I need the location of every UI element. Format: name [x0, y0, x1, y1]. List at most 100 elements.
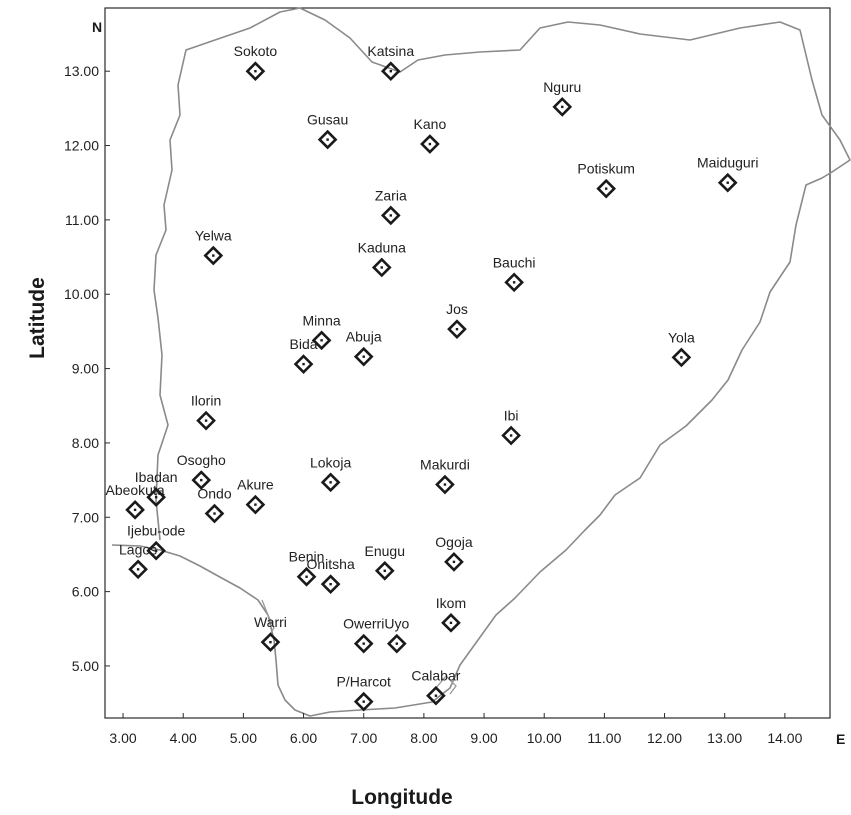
station-marker — [146, 540, 166, 561]
station-marker — [444, 552, 464, 572]
station-marker-center — [154, 495, 158, 499]
station-label: Ondo — [197, 486, 231, 502]
station-marker-center — [212, 254, 215, 257]
station-marker — [125, 499, 145, 520]
station-warri: Warri — [254, 614, 287, 653]
y-tick-label: 12.00 — [64, 138, 99, 154]
station-marker-center — [443, 483, 447, 486]
station-nguru: Nguru — [543, 79, 581, 117]
station-makurdi: Makurdi — [420, 457, 470, 495]
x-tick-label: 3.00 — [109, 730, 136, 746]
station-marker — [386, 633, 407, 654]
station-calabar: Calabar — [411, 668, 461, 706]
station-ilorin: Ilorin — [191, 393, 221, 431]
station-marker — [441, 612, 461, 633]
station-marker — [374, 560, 395, 581]
station-marker-center — [604, 187, 608, 190]
station-p-harcot: P/Harcot — [336, 674, 391, 712]
x-tick-label: 9.00 — [470, 730, 497, 746]
station-marker-center — [395, 642, 399, 645]
station-marker — [435, 474, 455, 495]
station-marker-center — [509, 434, 513, 437]
station-label: Ilorin — [191, 393, 221, 409]
station-label: Akure — [237, 477, 274, 493]
station-label: Warri — [254, 614, 287, 630]
station-marker-center — [434, 694, 438, 697]
station-marker-center — [362, 642, 365, 645]
station-label: Ijebu-ode — [127, 523, 186, 539]
station-marker — [717, 172, 738, 193]
station-label: Owerri — [343, 616, 384, 632]
x-tick-label: 6.00 — [290, 730, 317, 746]
station-label: Ikom — [436, 595, 466, 611]
station-label: Kano — [414, 116, 447, 132]
station-marker-center — [561, 105, 564, 109]
station-ibi: Ibi — [501, 407, 521, 446]
station-marker — [353, 346, 374, 367]
y-tick-label: 6.00 — [72, 584, 99, 600]
station-bida: Bida — [290, 336, 318, 374]
station-potiskum: Potiskum — [577, 161, 635, 199]
station-marker — [146, 487, 166, 508]
station-marker — [371, 257, 392, 278]
station-label: Ibadan — [135, 469, 178, 485]
station-marker-center — [136, 568, 140, 571]
station-label: Minna — [303, 312, 341, 328]
station-marker-center — [380, 266, 383, 269]
station-label: Kaduna — [358, 239, 406, 255]
station-marker-center — [200, 478, 203, 482]
station-label: Nguru — [543, 79, 581, 95]
x-tick-label: 11.00 — [587, 730, 621, 746]
station-ikom: Ikom — [436, 595, 466, 633]
station-sokoto: Sokoto — [234, 43, 277, 82]
station-label: Abeokuta — [105, 482, 164, 498]
station-marker — [293, 354, 314, 374]
station-marker-center — [204, 419, 208, 422]
station-marker-center — [389, 214, 392, 217]
station-label: Gusau — [307, 112, 348, 128]
y-end-label: N — [92, 19, 102, 35]
station-marker — [203, 245, 224, 266]
station-label: Jos — [446, 301, 468, 317]
station-marker-center — [302, 362, 305, 366]
station-ogoja: Ogoja — [435, 534, 473, 572]
station-marker-center — [362, 700, 365, 703]
station-marker — [671, 347, 692, 368]
station-enugu: Enugu — [365, 543, 405, 581]
station-marker — [380, 205, 401, 226]
station-label: Lokoja — [310, 454, 351, 470]
station-label: Ibi — [504, 407, 519, 423]
station-marker — [196, 410, 216, 431]
station-label: Osogho — [177, 452, 226, 468]
station-label: Enugu — [365, 543, 405, 559]
station-label: Yola — [668, 329, 695, 345]
x-tick-label: 4.00 — [170, 730, 197, 746]
station-minna: Minna — [303, 312, 341, 351]
station-marker-center — [326, 138, 329, 141]
station-marker — [245, 494, 266, 515]
x-tick-label: 5.00 — [230, 730, 257, 746]
station-marker — [191, 470, 212, 490]
station-marker-center — [213, 512, 216, 515]
station-owerri: Owerri — [343, 616, 384, 654]
station-yelwa: Yelwa — [195, 228, 232, 266]
station-label: Calabar — [411, 668, 460, 684]
station-marker-center — [452, 560, 456, 564]
y-tick-label: 9.00 — [72, 361, 99, 377]
station-osogho: Osogho — [177, 452, 226, 490]
y-axis-title: Latitude — [26, 277, 49, 359]
station-marker-center — [383, 569, 386, 572]
delta-channel — [435, 675, 457, 695]
station-marker — [596, 178, 617, 199]
station-marker-center — [512, 281, 516, 284]
x-tick-label: 8.00 — [410, 730, 437, 746]
y-tick-label: 5.00 — [72, 658, 99, 674]
x-tick-label: 10.00 — [527, 730, 562, 746]
plot-frame — [104, 7, 831, 719]
station-label: Potiskum — [577, 161, 635, 177]
station-ondo: Ondo — [197, 486, 232, 524]
station-benin: Benin — [289, 549, 324, 587]
station-marker — [380, 61, 401, 82]
station-abuja: Abuja — [346, 329, 382, 367]
station-marker — [504, 272, 524, 293]
